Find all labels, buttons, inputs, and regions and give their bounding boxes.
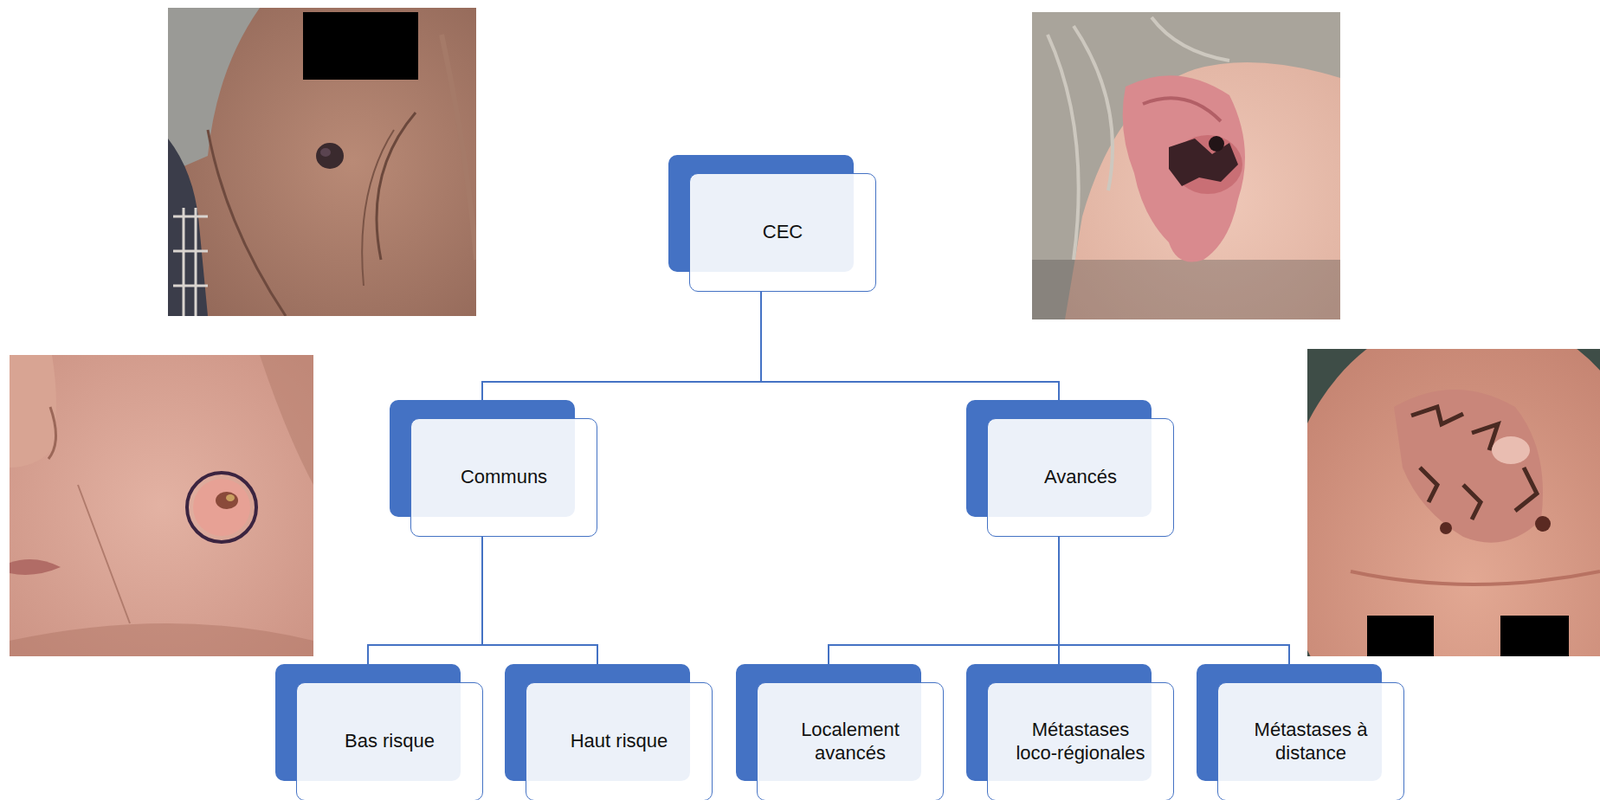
photo-face <box>167 7 477 317</box>
tree-connector <box>482 536 598 665</box>
photo-ear <box>1032 12 1341 320</box>
box-front-panel: Métastases loco-régionales <box>987 682 1175 800</box>
tree-connector <box>828 536 1059 665</box>
tree-node: Métastases à distance <box>1196 664 1405 800</box>
tree-node: Haut risque <box>504 664 713 800</box>
box-front-panel: Bas risque <box>296 682 484 800</box>
node-label: Avancés <box>1044 465 1117 489</box>
tree-node: Métastases loco-régionales <box>966 664 1175 800</box>
tree-connector <box>482 291 762 400</box>
box-front-panel: Métastases à distance <box>1217 682 1405 800</box>
tree-node: Communs <box>389 400 598 537</box>
box-front-panel: Haut risque <box>525 682 713 800</box>
node-label: Métastases loco-régionales <box>1015 718 1146 765</box>
box-front-panel: CEC <box>689 173 877 292</box>
node-label: Métastases à distance <box>1245 718 1376 765</box>
node-label: CEC <box>762 220 803 244</box>
tree-node: Avancés <box>966 400 1175 537</box>
node-label: Bas risque <box>344 729 435 753</box>
node-label: Localement avancés <box>785 718 916 765</box>
tree-connector <box>1058 536 1290 665</box>
tree-connector <box>761 291 1059 400</box>
box-front-panel: Communs <box>410 418 598 537</box>
photo-cheek <box>9 354 314 657</box>
box-front-panel: Localement avancés <box>756 682 944 800</box>
box-front-panel: Avancés <box>987 418 1175 537</box>
photo-scalp <box>1307 348 1600 657</box>
node-label: Communs <box>460 465 548 489</box>
tree-connector <box>367 536 483 665</box>
tree-node: Bas risque <box>275 664 484 800</box>
tree-node: CEC <box>668 154 877 292</box>
node-label: Haut risque <box>570 729 669 753</box>
tree-node: Localement avancés <box>735 664 944 800</box>
